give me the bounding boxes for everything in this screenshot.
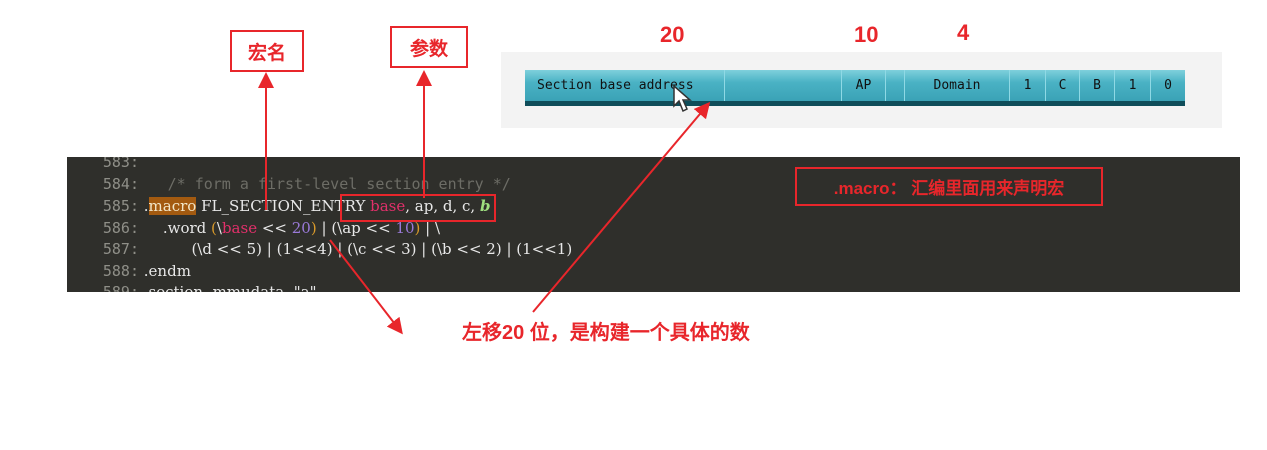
code-line-587: 587: (\d << 5) | (1<<4) | (\c << 3) | (\… (102, 240, 573, 258)
code-line-583: 583: (102, 157, 139, 171)
params-label: 参数 (390, 26, 468, 68)
arrow-base-address (532, 101, 711, 313)
code-line-584: 584: /* form a first-level section entry… (102, 175, 511, 193)
cell-c: C (1046, 70, 1080, 101)
macro-desc-label: .macro： 汇编里面用来声明宏 (795, 167, 1103, 206)
code-editor: 583: 584: /* form a first-level section … (67, 157, 1240, 292)
cell-ap: AP (842, 70, 886, 101)
code-line-588: 588: .endm (102, 262, 191, 280)
bit-10: 10 (854, 22, 879, 47)
cell-bit0: 0 (1164, 78, 1172, 93)
cell-bit1: 1 (1115, 70, 1151, 101)
section-descriptor-bar: Section base address AP Domain 1 C B 1 0 (525, 70, 1185, 106)
cell-blank (725, 70, 842, 101)
cell-domain: Domain (905, 70, 1010, 101)
cell-b: B (1080, 70, 1115, 101)
cell-blank2 (886, 70, 905, 101)
code-line-586: 586: .word (\base << 20) | (\ap << 10) |… (102, 219, 441, 237)
mouse-cursor-icon (673, 84, 692, 113)
code-line-589: 589: .section .mmudata, "a" (102, 283, 317, 292)
cell-bit4: 1 (1010, 70, 1046, 101)
params-highlight-box (340, 194, 496, 222)
bit-4: 4 (957, 20, 970, 45)
bit-20: 20 (660, 22, 685, 47)
shift-desc-label: 左移20 位，是构建一个具体的数 (462, 322, 750, 344)
cell-section-base: Section base address (525, 70, 725, 101)
code-line-585: 585: .macro FL_SECTION_ENTRY base, ap, d… (102, 197, 491, 215)
macro-name-label: 宏名 (230, 30, 304, 72)
arrow-shift (329, 239, 403, 335)
